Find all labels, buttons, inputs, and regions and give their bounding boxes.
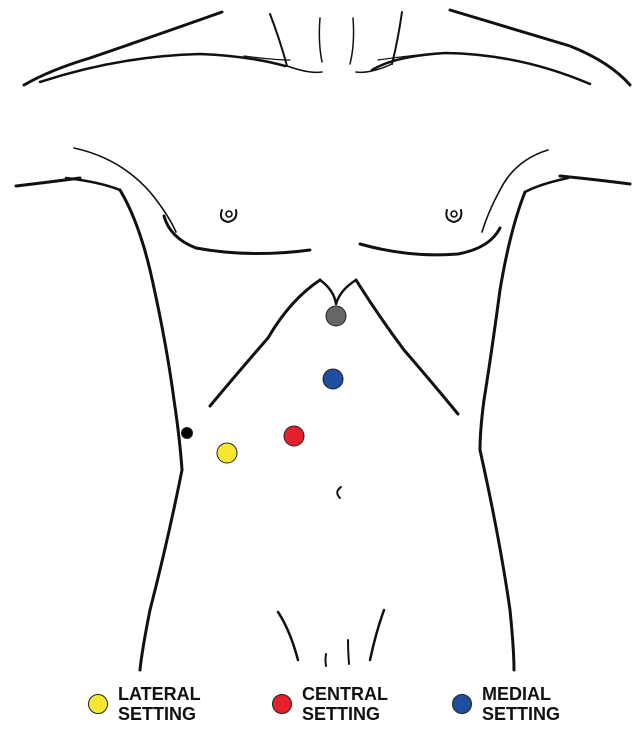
hip-right xyxy=(480,450,514,670)
flank-right xyxy=(480,192,525,450)
lateral-swatch xyxy=(88,694,108,714)
medial-marker xyxy=(323,369,343,389)
torso-outline xyxy=(16,10,630,670)
legend-medial: MEDIAL SETTING xyxy=(452,684,560,724)
pectoral-left xyxy=(164,216,310,254)
legend-central: CENTRAL SETTING xyxy=(272,684,388,724)
central-swatch xyxy=(272,694,292,714)
trapezius-right xyxy=(450,10,630,85)
central-label-line2: SETTING xyxy=(302,704,388,724)
throat-right xyxy=(350,18,354,64)
ribcage-left xyxy=(210,280,320,406)
lateral-label: LATERAL SETTING xyxy=(118,684,201,724)
pectoral-right xyxy=(360,228,500,255)
central-label-line1: CENTRAL xyxy=(302,684,388,704)
arm-right xyxy=(560,176,630,184)
medial-label-line2: SETTING xyxy=(482,704,560,724)
central-marker xyxy=(284,426,304,446)
ribcage-right xyxy=(356,280,458,414)
lateral-label-line1: LATERAL xyxy=(118,684,201,704)
xiphoid xyxy=(320,280,356,304)
medial-label: MEDIAL SETTING xyxy=(482,684,560,724)
legend-lateral: LATERAL SETTING xyxy=(88,684,201,724)
jugular-notch-left xyxy=(287,66,322,72)
groin-left xyxy=(278,612,298,660)
axilla-left xyxy=(66,178,120,190)
marker-layer xyxy=(182,306,347,463)
groin-right xyxy=(370,610,384,660)
deltoid-left xyxy=(74,148,176,232)
lateral-marker xyxy=(217,443,237,463)
navel xyxy=(337,487,341,498)
clavicle-right xyxy=(372,53,590,84)
nipple-right-dot xyxy=(451,211,457,217)
neck-left-line xyxy=(270,14,287,66)
pubic-mark-right xyxy=(348,640,349,664)
nipple-left-dot xyxy=(226,211,232,217)
pubic-mark-left xyxy=(326,654,327,666)
medial-swatch xyxy=(452,694,472,714)
lateral-label-line2: SETTING xyxy=(118,704,201,724)
axilla-right xyxy=(525,178,568,192)
gray-marker xyxy=(326,306,346,326)
medial-label-line1: MEDIAL xyxy=(482,684,560,704)
clavicle-left xyxy=(40,54,285,82)
trapezius-left xyxy=(24,12,222,85)
neck-right-line xyxy=(392,12,402,64)
central-label: CENTRAL SETTING xyxy=(302,684,388,724)
hip-left xyxy=(140,470,182,670)
black-marker xyxy=(182,428,193,439)
throat-left xyxy=(319,18,322,62)
